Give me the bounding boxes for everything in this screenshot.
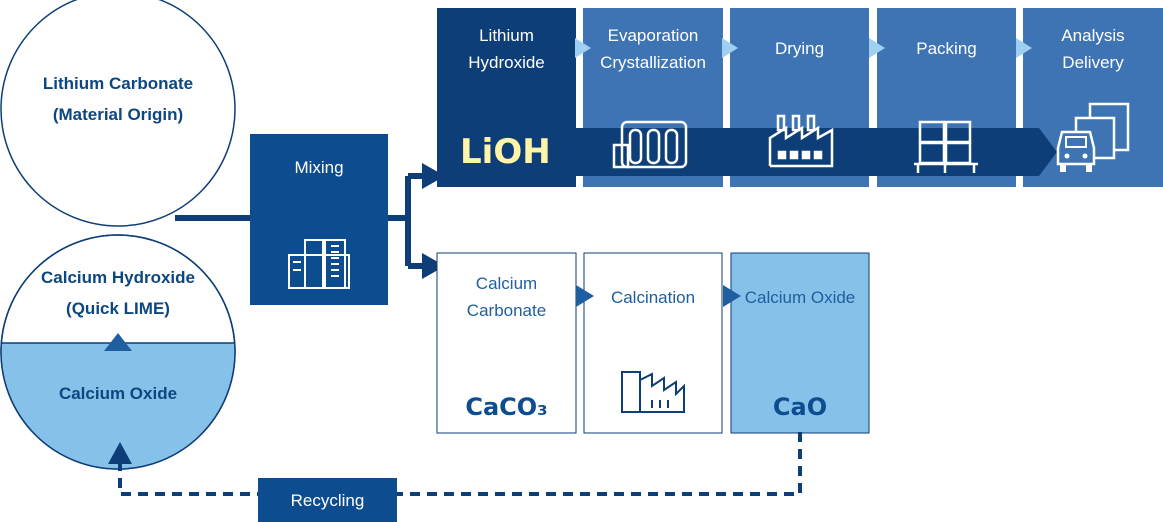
lioh-band-arrow: [451, 128, 1057, 176]
step-label-calcium-carbonate: Calcium Carbonate: [437, 270, 576, 324]
step-label-line2: Hydroxide: [468, 53, 545, 72]
lioh-formula: LiOH: [460, 132, 551, 172]
mixing-label: Mixing: [294, 158, 344, 177]
step-label-line1: Packing: [916, 39, 977, 58]
mixing-box: [250, 134, 388, 305]
calcium-hydroxide-subtitle: (Quick LIME): [66, 299, 170, 318]
step-label-calcium-oxide: Calcium Oxide: [731, 284, 869, 311]
lithium-carbonate-title: Lithium Carbonate: [42, 74, 194, 93]
lithium-carbonate-label: Lithium Carbonate (Material Origin): [8, 68, 228, 130]
step-label-line1: Evaporation: [607, 26, 699, 45]
cao-formula: CaO: [772, 393, 828, 421]
step-label-analysis: Analysis Delivery: [1023, 22, 1163, 76]
step-label-evaporation: Evaporation Crystallization: [583, 22, 723, 76]
step-label-line1: Lithium: [479, 26, 534, 45]
step-arrows: [575, 38, 1032, 58]
step-label-calcination: Calcination: [584, 284, 722, 311]
factory-icon: [768, 114, 834, 168]
step-label-packing: Packing: [877, 35, 1016, 62]
recycling-box: [258, 478, 397, 522]
step-label-line2: Carbonate: [466, 301, 547, 320]
tanks-icon: [288, 239, 350, 289]
calcium-hydroxide-title: Calcium Hydroxide: [41, 268, 195, 287]
up-arrow-icon: [104, 333, 132, 351]
step-label-lithium-hydroxide: Lithium Hydroxide: [437, 22, 576, 76]
caco3-formula: CaCO₃: [465, 393, 548, 421]
step-label-line1: Calcination: [610, 288, 696, 307]
recycling-loop: [108, 432, 802, 496]
evaporator-icon: [612, 120, 688, 169]
step-label-line2: Crystallization: [600, 53, 706, 72]
pallet-boxes-icon: [914, 120, 978, 173]
kiln-icon: [621, 371, 685, 413]
step-label-line1: Analysis: [1061, 26, 1125, 45]
lithium-carbonate-circle: [0, 0, 236, 227]
calcium-step-arrows: [576, 285, 741, 307]
step-label-line2: Delivery: [1062, 53, 1124, 72]
lithium-carbonate-subtitle: (Material Origin): [52, 105, 184, 124]
step-label-line1: Drying: [774, 39, 825, 58]
calcium-hydroxide-label: Calcium Hydroxide (Quick LIME): [8, 262, 228, 324]
step-label-line1: Calcium: [475, 274, 538, 293]
step-label-line1: Calcium Oxide: [744, 288, 856, 307]
step-label-drying: Drying: [730, 35, 869, 62]
calcium-oxide-fill-label: Calcium Oxide: [58, 384, 178, 403]
step-box-calcium-carbonate: [436, 252, 577, 434]
delivery-truck-icon: [1056, 102, 1130, 172]
recycling-label: Recycling: [290, 491, 365, 510]
branch-connector: [388, 163, 445, 279]
step-box-calcium-oxide: [730, 252, 870, 434]
